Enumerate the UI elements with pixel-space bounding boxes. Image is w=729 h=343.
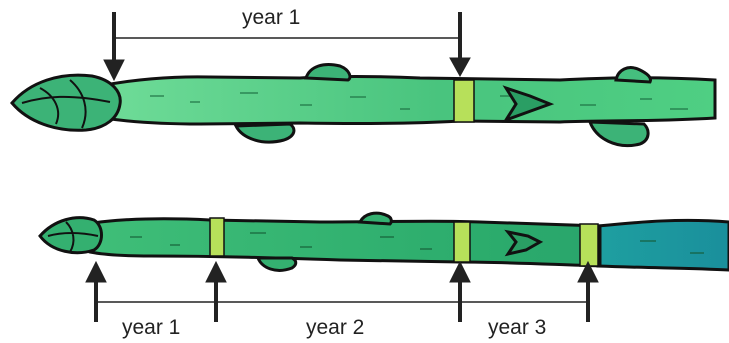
bottom-twig-old-wood [598,220,729,270]
top-terminal-bud [12,75,120,130]
bottom-lateral-bud-2 [360,213,391,224]
top-lateral-bud-right [590,122,648,146]
bottom-year-spans [86,262,598,322]
top-lateral-bud-lower [236,124,294,142]
top-bud-scale-scar [454,80,474,122]
bottom-bud-scale-scar-2 [454,222,470,262]
bottom-year-3-label: year 3 [488,316,546,339]
top-lateral-bud-top-right [616,68,651,82]
bottom-bud-scale-scar-1 [210,218,224,256]
bottom-year-2-label: year 2 [306,316,364,339]
top-twig-stem [100,77,715,125]
bottom-bud-scale-scar-3 [580,224,598,266]
bottom-lateral-bud-1 [258,258,296,270]
top-year-1-label: year 1 [242,6,300,29]
bottom-twig [40,213,729,270]
top-twig [12,65,715,146]
bottom-year-1-label: year 1 [122,316,180,339]
top-lateral-bud-upper [306,65,350,81]
